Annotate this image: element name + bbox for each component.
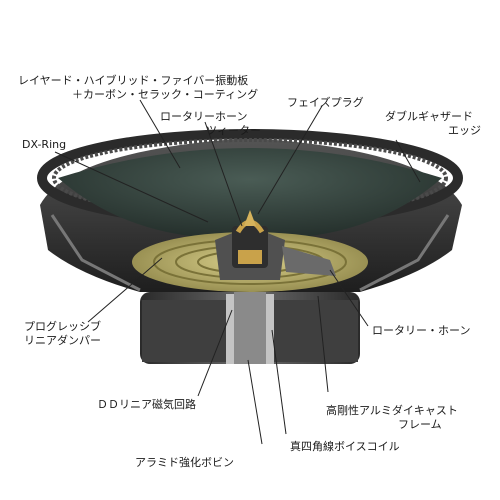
voice-coil-gap-left bbox=[226, 294, 234, 364]
magnet-right-section bbox=[266, 300, 358, 362]
leader-dx-ring bbox=[54, 151, 209, 223]
leader-voice-coil bbox=[271, 329, 287, 435]
magnet-assembly bbox=[140, 292, 360, 364]
voice-coil-gap-right bbox=[266, 294, 274, 364]
leader-rotary-horn bbox=[329, 269, 369, 327]
label-aluminum-frame-line1: 高剛性アルミダイキャスト bbox=[326, 404, 458, 417]
label-aramid-bobbin: アラミド強化ボビン bbox=[135, 456, 234, 469]
tweeter bbox=[232, 210, 268, 268]
label-cone-material-line2: ＋カーボン・セラック・コーティング bbox=[72, 88, 259, 101]
phase-plug bbox=[244, 210, 256, 226]
label-double-edge-line1: ダブルギャザード bbox=[385, 110, 473, 123]
leader-damper bbox=[87, 257, 163, 323]
leader-aluminum-frame bbox=[317, 295, 329, 393]
label-cone-material-line1: レイヤード・ハイブリッド・ファイバー振動板 bbox=[18, 74, 249, 87]
label-damper-line1: プログレッシブ bbox=[24, 320, 101, 333]
leader-double-edge bbox=[395, 139, 421, 183]
leader-aramid-bobbin bbox=[247, 359, 263, 445]
frame-spoke-left bbox=[50, 214, 141, 292]
leader-magnetic-circuit bbox=[197, 309, 233, 397]
label-magnetic-circuit: ＤＤリニア磁気回路 bbox=[97, 398, 196, 411]
label-rotary-horn-tweeter-line2: ツィーター bbox=[206, 124, 261, 137]
pole-piece bbox=[234, 292, 266, 364]
tweeter-coil bbox=[238, 250, 262, 264]
label-phase-plug: フェイズプラグ bbox=[287, 96, 364, 109]
label-rotary-horn: ロータリー・ホーン bbox=[372, 324, 471, 337]
leader-cone-material bbox=[139, 99, 181, 169]
magnet-left-section bbox=[142, 300, 234, 362]
label-double-edge-line2: エッジ bbox=[448, 124, 481, 137]
frame-spoke-right bbox=[359, 214, 450, 292]
label-rotary-horn-tweeter-line1: ロータリーホーン bbox=[160, 110, 248, 123]
leader-tweeter bbox=[204, 121, 243, 227]
label-damper-line2: リニアダンパー bbox=[24, 334, 101, 347]
label-dx-ring: DX-Ring bbox=[22, 138, 67, 151]
rotary-horn-fin bbox=[282, 246, 336, 276]
leader-lines bbox=[54, 99, 421, 445]
cone-surface bbox=[58, 148, 442, 238]
leader-phase-plug bbox=[257, 105, 323, 215]
label-aluminum-frame-line2: フレーム bbox=[398, 418, 442, 431]
label-voice-coil: 真四角線ボイスコイル bbox=[290, 440, 400, 453]
